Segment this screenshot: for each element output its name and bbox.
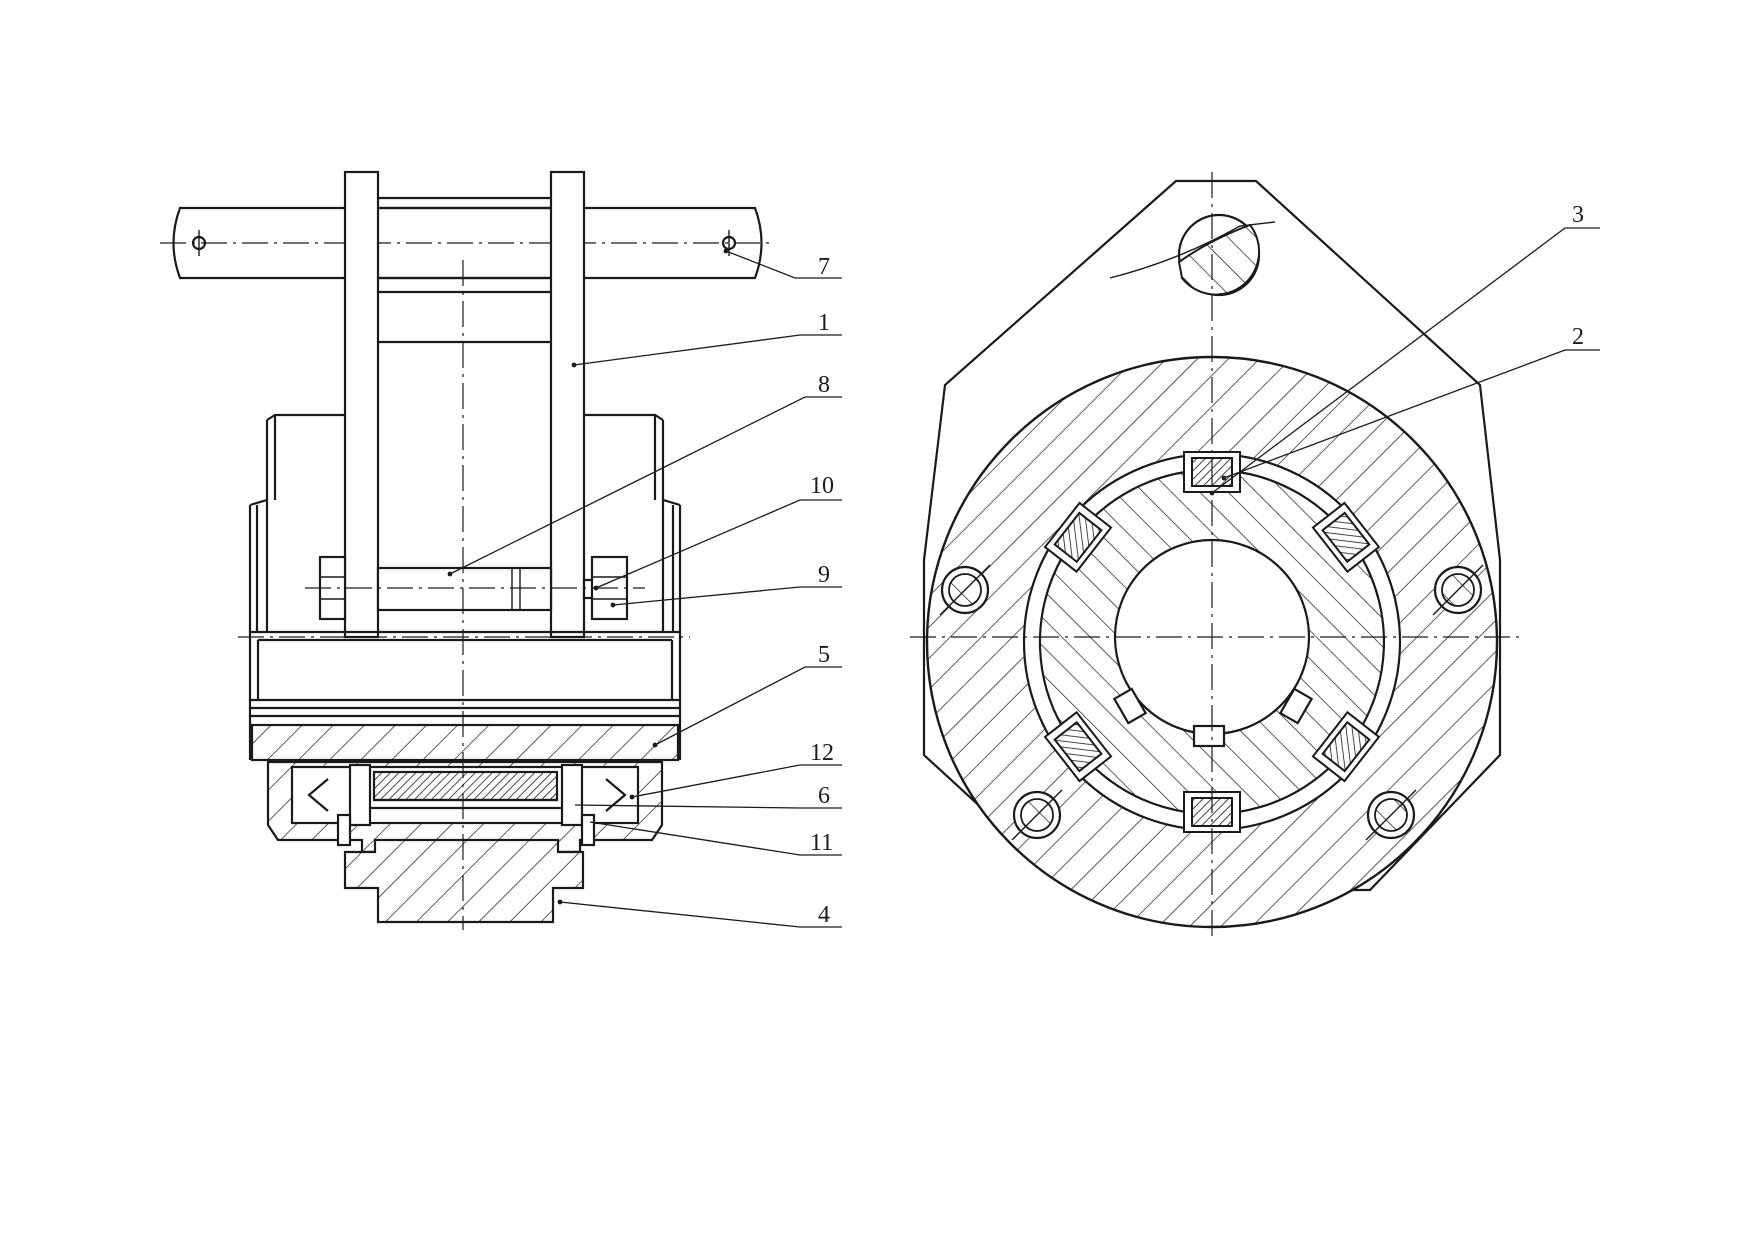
callout-5: 5	[818, 642, 830, 668]
callout-9: 9	[818, 562, 830, 588]
middle-body	[238, 630, 690, 718]
callout-12: 12	[810, 740, 834, 766]
callout-1: 1	[818, 310, 830, 336]
side-plates	[343, 170, 586, 639]
splined-bore	[1112, 538, 1314, 748]
callout-8: 8	[818, 372, 830, 398]
leader-2	[1223, 349, 1600, 479]
frame-outline	[922, 179, 1502, 892]
plate-5	[250, 723, 680, 762]
right-view: 3 2	[910, 172, 1600, 940]
lower-housing	[266, 760, 664, 854]
left-leaders	[449, 250, 842, 928]
callout-6: 6	[818, 783, 830, 809]
callout-11: 11	[810, 830, 833, 856]
callout-7: 7	[818, 254, 830, 280]
top-pin	[1109, 213, 1276, 297]
leader-3	[1211, 227, 1600, 494]
callout-4: 4	[818, 902, 830, 928]
callout-10: 10	[810, 473, 834, 499]
shaft-4	[343, 838, 585, 924]
left-view: 7 1 8 10 9 5 12 6 11 4	[160, 170, 842, 930]
callout-2: 2	[1572, 324, 1584, 350]
callout-3: 3	[1572, 202, 1584, 228]
handle-bar	[160, 206, 775, 280]
cross-bolt	[305, 555, 645, 621]
bolt-holes	[939, 564, 1484, 841]
